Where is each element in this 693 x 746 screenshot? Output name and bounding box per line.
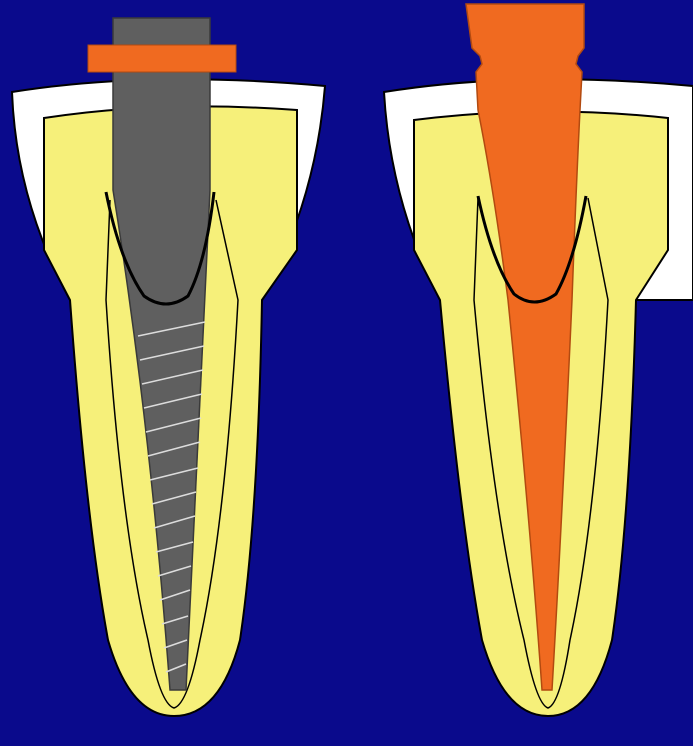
screw-post-collar [88, 45, 236, 72]
